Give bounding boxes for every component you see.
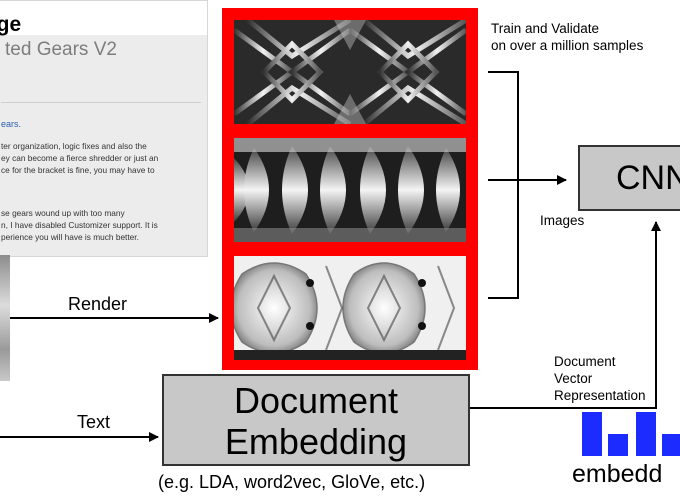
webpage-paragraph-line: ce for the bracket is fine, you may have…	[1, 165, 155, 175]
images-label: Images	[540, 213, 585, 228]
doc-vector-label-line-1: Document	[554, 354, 616, 369]
webpage-title: age	[0, 13, 22, 36]
rendered-gear-image-2	[234, 138, 466, 242]
embedding-examples-caption: (e.g. LDA, word2vec, GloVe, etc.)	[158, 472, 426, 492]
doc-vector-label-line-3: Representation	[554, 388, 646, 403]
embedding-label: embedd	[572, 460, 663, 488]
webpage-screenshot: age ted Gears V2 ears. ter organization,…	[0, 0, 208, 257]
doc-embedding-line-2: Embedding	[224, 421, 408, 462]
document-embedding-box: Document Embedding	[162, 374, 470, 466]
webpage-paragraph-line: perience you will have is much better.	[1, 232, 139, 242]
webpage-paragraph-line: n, I have disabled Customizer support. I…	[1, 220, 158, 230]
cnn-label: CNN	[616, 159, 680, 197]
doc-vector-label-line-2: Vector	[554, 371, 593, 386]
webpage-paragraph-line: ter organization, logic fixes and also t…	[1, 141, 147, 151]
images-bracket	[488, 71, 519, 299]
train-validate-label-line-2: on over a million samples	[491, 38, 644, 53]
cnn-box: CNN	[578, 145, 680, 211]
embedding-bar	[662, 434, 680, 456]
text-label: Text	[77, 412, 111, 432]
embedding-bar	[582, 412, 602, 456]
webpage-paragraph-line: ey can become a fierce shredder or just …	[1, 153, 159, 163]
webpage-header	[0, 1, 207, 35]
render-label: Render	[68, 294, 128, 314]
embedding-bar	[636, 412, 656, 456]
embedding-bar	[608, 434, 628, 456]
gear-photo	[0, 255, 10, 381]
divider	[1, 102, 201, 103]
rendered-gear-image-3	[234, 256, 466, 360]
webpage-paragraph-line: se gears wound up with too many	[1, 208, 125, 218]
webpage-subtitle: ted Gears V2	[5, 39, 117, 60]
webpage-link[interactable]: ears.	[1, 119, 22, 129]
train-validate-label-line-1: Train and Validate	[491, 21, 600, 36]
doc-embedding-line-1: Document	[233, 380, 399, 421]
rendered-gear-image-1	[234, 20, 466, 124]
